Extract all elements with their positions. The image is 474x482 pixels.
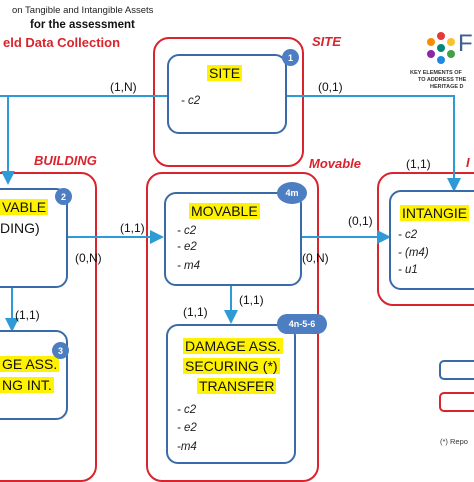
building-group-label: BUILDING <box>34 153 97 168</box>
card-site-left: (1,N) <box>110 80 137 94</box>
site-group-frame <box>153 37 304 167</box>
intangible-attr-2: - u1 <box>398 264 418 276</box>
header-line-2: for the assessment <box>30 19 135 31</box>
edge-site-intangible <box>287 95 461 192</box>
movable-group-label: Movable <box>309 156 362 171</box>
footnote: (*) Repo <box>440 437 468 446</box>
damage-movable-title-2: SECURING (*) <box>183 358 280 374</box>
building-entity-title-1: VABLE <box>0 199 49 215</box>
card-movable-damage-2: (1,1) <box>239 293 264 307</box>
damage-movable-title-1: DAMAGE ASS. <box>183 338 283 354</box>
damage-movable-badge: 4n-5-6 <box>277 314 327 334</box>
damage-movable-title-3: TRANSFER <box>197 378 277 394</box>
card-movable-damage: (1,1) <box>183 305 208 319</box>
site-badge: 1 <box>282 49 299 66</box>
site-entity-title: SITE <box>207 65 243 81</box>
movable-attr-0: - c2 <box>177 225 197 237</box>
logo-caption-3: HERITAGE D <box>430 84 464 90</box>
card-building-damage: (1,1) <box>15 308 40 322</box>
site-group-label: SITE <box>312 34 341 49</box>
building-entity-title-2: DING) <box>0 220 40 236</box>
intangible-entity-title: INTANGIE <box>400 205 470 221</box>
logo-icon <box>427 32 455 64</box>
intangible-attr-0: - c2 <box>398 229 418 241</box>
damage-building-title-2: NG INT. <box>0 377 54 393</box>
logo-caption-1: KEY ELEMENTS OF <box>410 70 462 76</box>
damage-building-badge: 3 <box>52 342 69 359</box>
building-badge: 2 <box>55 188 72 205</box>
damage-building-title-1: GE ASS. <box>0 356 60 372</box>
damage-movable-attr-1: - e2 <box>177 422 197 434</box>
movable-entity-title: MOVABLE <box>189 203 260 219</box>
header-line-3: eld Data Collection <box>3 35 121 50</box>
damage-movable-attr-0: - c2 <box>177 404 197 416</box>
logo-letter: F <box>458 30 473 57</box>
damage-movable-attr-2: -m4 <box>177 441 197 453</box>
card-movable-intangible: (0,1) <box>348 214 373 228</box>
intangible-group-label: I <box>466 155 470 170</box>
card-movable-intangible-below: (0,N) <box>302 251 329 265</box>
legend-entity-swatch <box>439 360 474 380</box>
site-attr-0: - c2 <box>181 95 201 107</box>
intangible-attr-1: - (m4) <box>398 247 429 259</box>
header-line-1: on Tangible and Intangible Assets <box>12 5 154 16</box>
movable-badge: 4m <box>277 182 307 204</box>
legend-group-swatch <box>439 392 474 412</box>
card-intangible-top: (1,1) <box>406 157 431 171</box>
logo-caption-2: TO ADDRESS THE <box>418 77 467 83</box>
card-building-movable: (1,1) <box>120 221 145 235</box>
movable-attr-2: - m4 <box>177 260 200 272</box>
card-building-movable-below: (0,N) <box>75 251 102 265</box>
card-site-right: (0,1) <box>318 80 343 94</box>
movable-attr-1: - e2 <box>177 241 197 253</box>
